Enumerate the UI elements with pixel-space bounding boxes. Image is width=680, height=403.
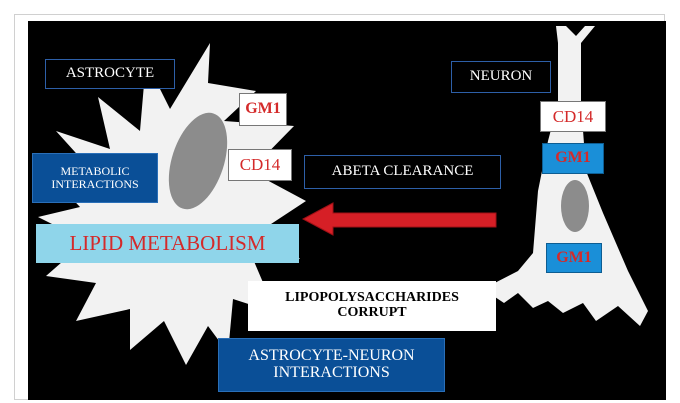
gm1-neuron-top-badge: GM1 [542, 143, 604, 174]
astrocyte-neuron-interactions-label: ASTROCYTE-NEURON INTERACTIONS [218, 338, 445, 392]
cd14-astrocyte-badge: CD14 [228, 149, 292, 181]
abeta-clearance-label: ABETA CLEARANCE [304, 155, 501, 189]
red-arrow [301, 202, 497, 236]
neuron-cell [483, 26, 648, 326]
astrocyte-label: ASTROCYTE [45, 59, 175, 89]
gm1-astrocyte-badge: GM1 [239, 93, 287, 126]
lipid-metabolism-label: LIPID METABOLISM [36, 224, 299, 263]
neuron-label: NEURON [451, 61, 551, 93]
neuron-nucleus [561, 180, 589, 232]
metabolic-interactions-label: METABOLIC INTERACTIONS [32, 153, 158, 203]
cd14-neuron-badge: CD14 [540, 101, 606, 132]
lipopolysaccharides-label: LIPOPOLYSACCHARIDES CORRUPT [248, 281, 496, 331]
gm1-neuron-bottom-badge: GM1 [546, 243, 602, 273]
diagram-canvas: ASTROCYTE NEURON GM1 CD14 METABOLIC INTE… [28, 21, 666, 400]
astrocyte-nucleus [168, 112, 228, 210]
